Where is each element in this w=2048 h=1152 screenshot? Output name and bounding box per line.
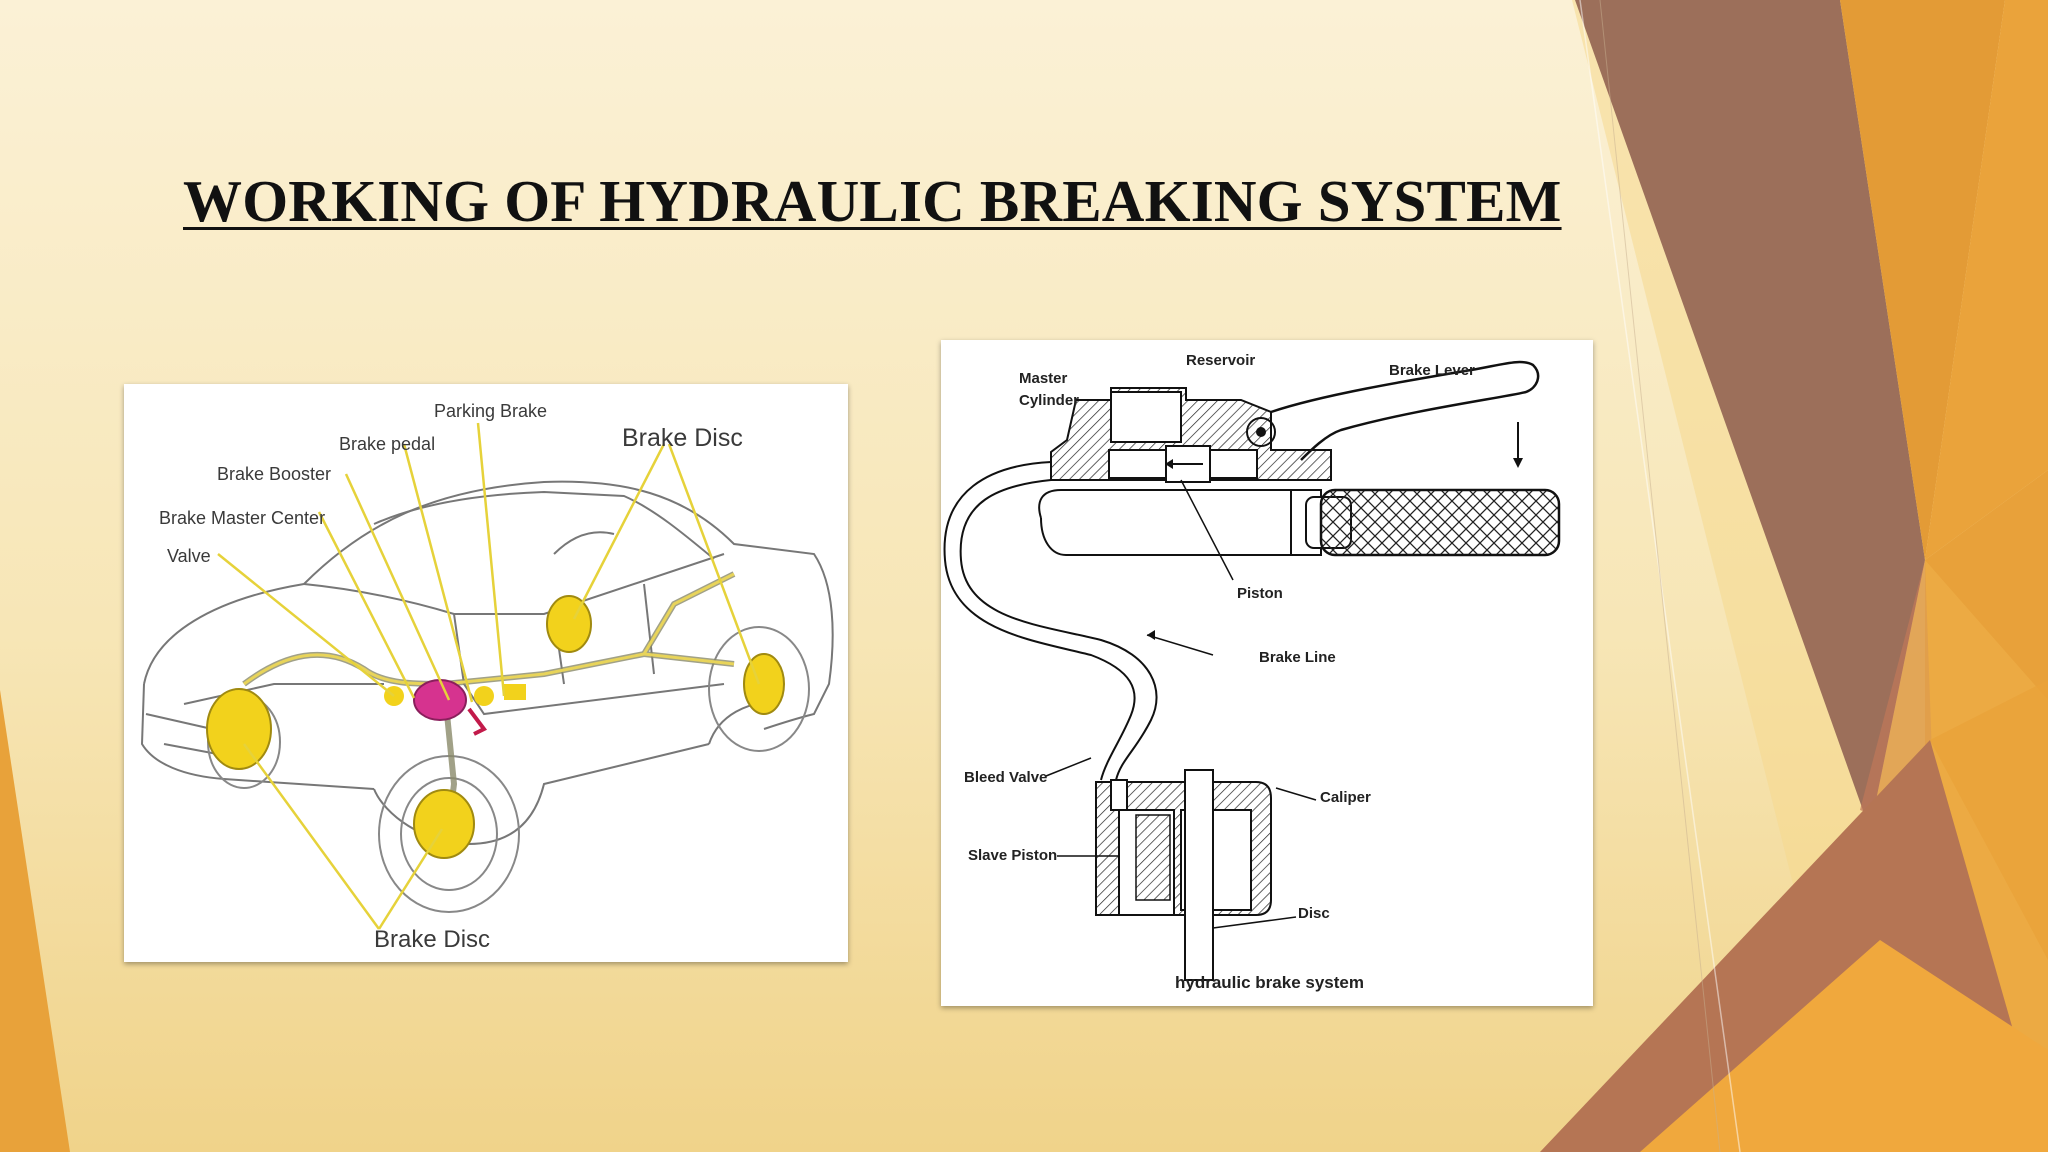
car-brake-diagram: Parking Brake Brake pedal Brake Booster … [124,384,848,962]
label-reservoir: Reservoir [1186,352,1255,369]
slide-title: WORKING OF HYDRAULIC BREAKING SYSTEM [183,168,1562,234]
label-brake-lever: Brake Lever [1389,362,1475,379]
label-brake-booster: Brake Booster [217,464,331,484]
hydraulic-brake-schematic: Master Cylinder Reservoir Brake Lever Pi… [941,340,1593,1006]
label-master-cylinder-line2: Cylinder [1019,392,1079,409]
schematic-caption: hydraulic brake system [1175,973,1364,992]
label-brake-disc-bottom: Brake Disc [374,926,490,953]
label-bleed-valve: Bleed Valve [964,769,1047,786]
label-valve: Valve [167,546,211,566]
label-caliper: Caliper [1320,789,1371,806]
label-piston: Piston [1237,585,1283,602]
schematic-drawing: Master Cylinder Reservoir Brake Lever Pi… [943,352,1561,992]
label-brake-line: Brake Line [1259,649,1336,666]
label-master-cylinder-line1: Master [1019,370,1068,387]
label-parking-brake: Parking Brake [434,401,547,421]
label-slave-piston: Slave Piston [968,847,1057,864]
label-brake-master-center: Brake Master Center [159,508,325,528]
car-illustration: Parking Brake Brake pedal Brake Booster … [140,401,834,953]
label-disc: Disc [1298,905,1330,922]
label-brake-pedal: Brake pedal [339,434,435,454]
label-brake-disc-top: Brake Disc [622,424,743,452]
